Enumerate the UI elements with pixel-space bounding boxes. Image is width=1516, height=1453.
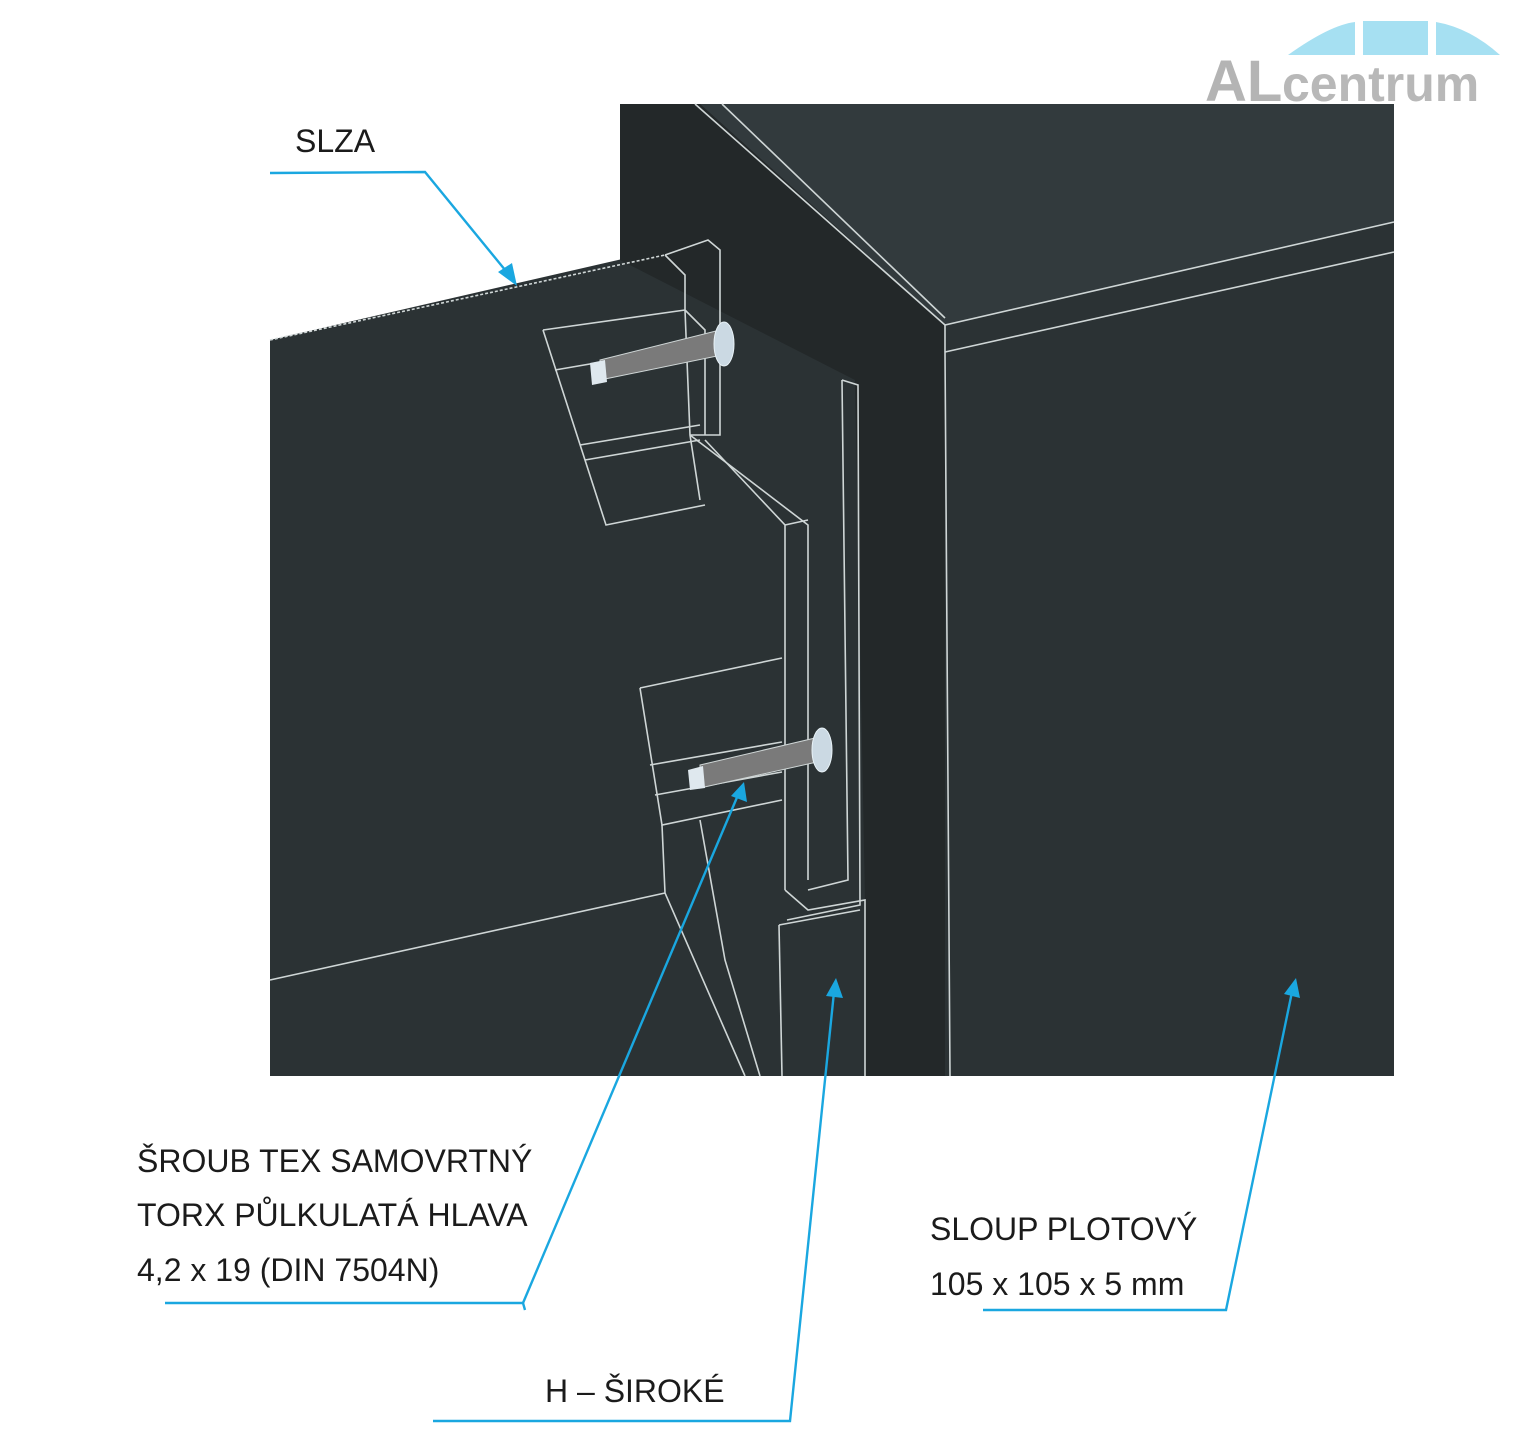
logo-text-al: AL — [1205, 49, 1282, 114]
label-h-profile: H – ŠIROKÉ — [545, 1373, 725, 1409]
label-screw-line2: TORX PŮLKULATÁ HLAVA — [137, 1197, 528, 1233]
screw-top — [590, 321, 735, 385]
label-post-line2: 105 x 105 x 5 mm — [930, 1266, 1184, 1302]
label-slza: SLZA — [295, 123, 376, 159]
label-screw-line3: 4,2 x 19 (DIN 7504N) — [137, 1252, 439, 1288]
screw-bottom — [688, 727, 833, 790]
leader-screw — [165, 782, 747, 1311]
label-post-line1: SLOUP PLOTOVÝ — [930, 1211, 1197, 1247]
cad-model — [269, 103, 1395, 1077]
logo-text-centrum: centrum — [1282, 56, 1479, 112]
alcentrum-logo: AL centrum — [1205, 21, 1500, 114]
leader-post — [983, 978, 1300, 1312]
label-screw-line1: ŠROUB TEX SAMOVRTNÝ — [137, 1143, 532, 1179]
leader-slza — [269, 170, 517, 286]
leader-h-profile — [433, 978, 843, 1423]
